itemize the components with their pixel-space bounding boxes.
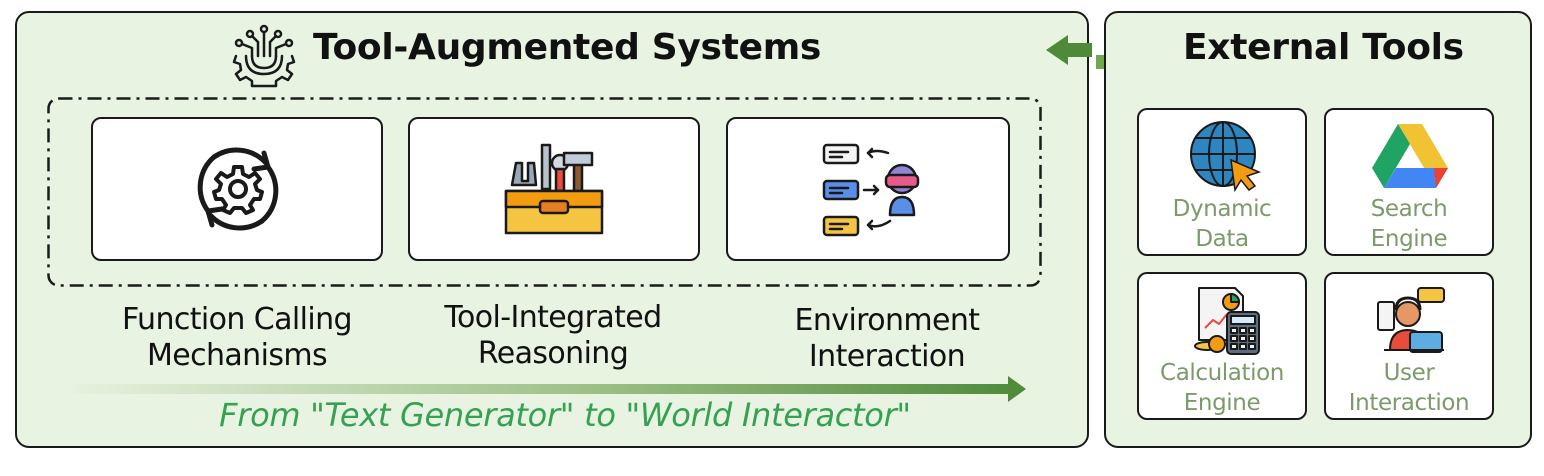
tool-card-search-engine: Search Engine [1324, 108, 1494, 256]
progression-arrow [72, 376, 1026, 402]
stage-label-function-calling: Function Calling Mechanisms [122, 302, 353, 373]
panel-title: External Tools [1183, 27, 1464, 68]
tool-card-dynamic-data: Dynamic Data [1137, 108, 1307, 256]
panel-title: Tool-Augmented Systems [313, 27, 822, 68]
function-calling-card [91, 117, 383, 261]
environment-interaction-card [726, 117, 1010, 261]
support-agent-icon [1377, 287, 1445, 353]
calculator-report-icon [1194, 287, 1260, 355]
tagline: From "Text Generator" to "World Interact… [219, 396, 911, 434]
tool-label-dynamic-data: Dynamic Data [1172, 196, 1272, 252]
gear-cycle-icon [197, 147, 279, 231]
stage-label-tool-integrated: Tool-Integrated Reasoning [444, 300, 662, 371]
stage-label-environment: Environment Interaction [794, 303, 981, 374]
stages-group-frame [47, 97, 1042, 287]
globe-cursor-icon [1190, 121, 1262, 192]
tool-label-search-engine: Search Engine [1370, 196, 1448, 252]
tool-card-calculation-engine: Calculation Engine [1137, 272, 1307, 420]
tool-card-user-interaction: User Interaction [1324, 272, 1494, 420]
tool-label-user-interaction: User Interaction [1348, 360, 1470, 416]
tool-label-calculation-engine: Calculation Engine [1160, 360, 1284, 416]
circuit-gear-icon [232, 24, 296, 88]
vr-agent-interaction-icon [822, 143, 920, 237]
toolbox-icon [504, 143, 604, 235]
tool-integrated-card [408, 117, 700, 261]
drive-triangle-icon [1372, 124, 1448, 188]
